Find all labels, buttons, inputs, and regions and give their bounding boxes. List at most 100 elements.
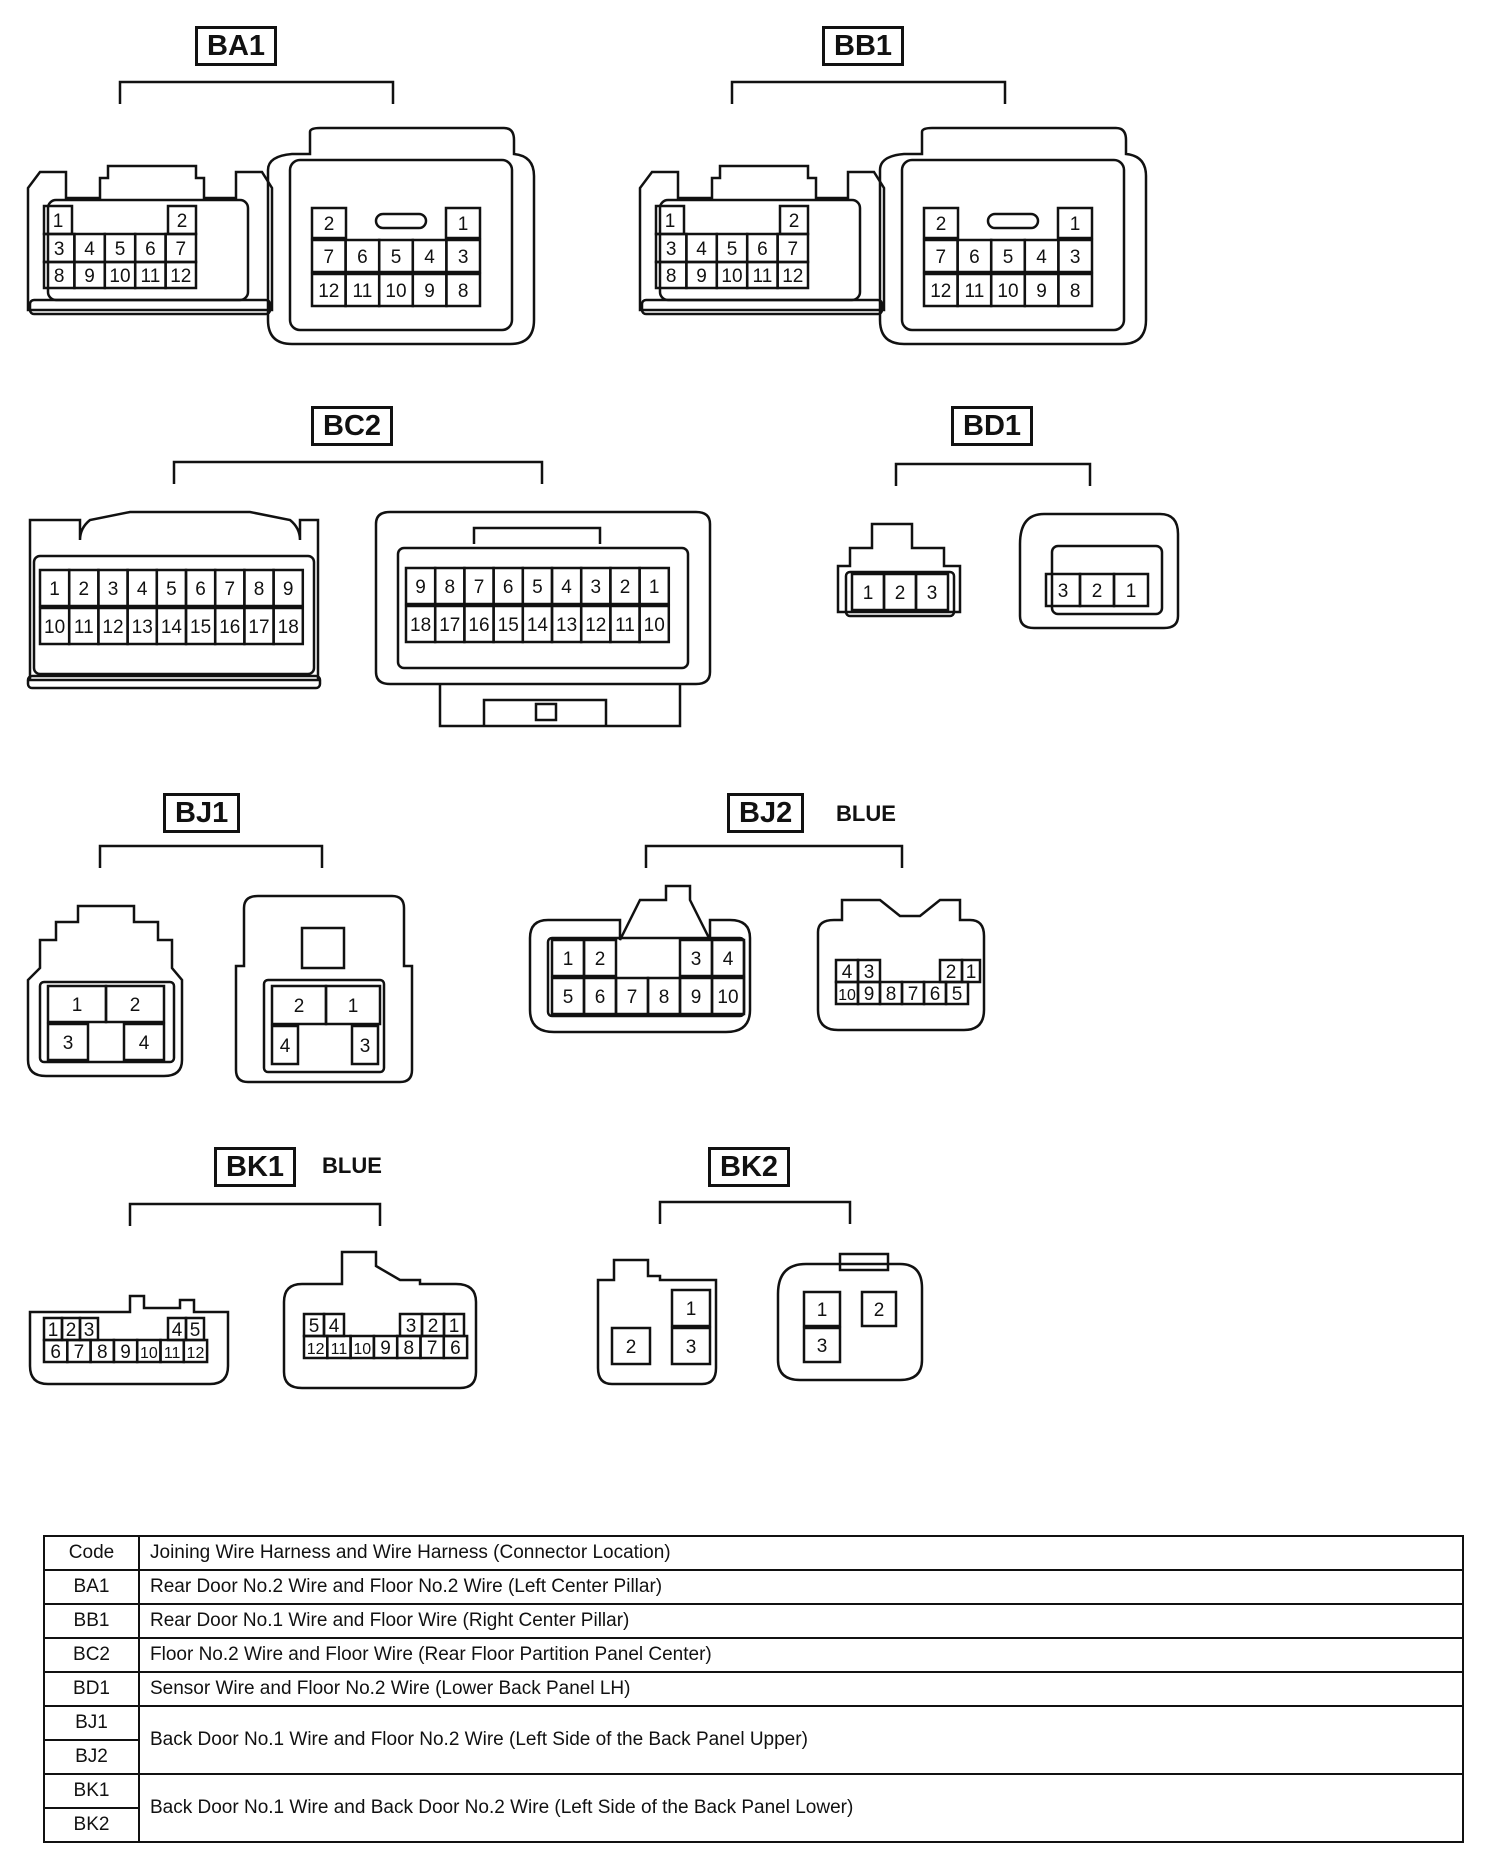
connector-outline (438, 684, 682, 728)
connector-housing (38, 980, 176, 1064)
pin-number: 4 (137, 579, 148, 600)
code-label-bj2: BJ2 (727, 793, 805, 833)
code-label-bk1: BK1 (214, 1147, 297, 1187)
pin-number: 2 (79, 579, 90, 600)
legend-header-row: Code Joining Wire Harness and Wire Harne… (43, 1535, 1464, 1571)
pin-number: 2 (130, 995, 141, 1016)
pin-cavity (104, 984, 166, 1024)
pin-number: 3 (54, 239, 65, 260)
connector-housing (844, 570, 956, 618)
pin-number: 6 (930, 984, 941, 1005)
connector-housing (288, 158, 514, 332)
connector-legend-table: Code Joining Wire Harness and Wire Harne… (43, 1535, 1464, 1843)
pin-number: 7 (225, 579, 236, 600)
pin-number: 6 (969, 247, 980, 268)
pin-number: 2 (177, 211, 188, 232)
pin-number: 5 (166, 579, 177, 600)
connector-housing (262, 978, 386, 1074)
pin-number: 10 (644, 615, 665, 636)
pin-number: 8 (659, 987, 670, 1008)
pin-number: 4 (139, 1033, 150, 1054)
pin-number: 3 (1058, 581, 1069, 602)
color-note-bj2: BLUE (836, 801, 896, 826)
pin-number: 1 (458, 214, 469, 235)
connector-base (26, 674, 322, 690)
legend-description: Floor No.2 Wire and Floor Wire (Rear Flo… (138, 1637, 1464, 1673)
pin-cavity (164, 260, 198, 290)
pin-number: 7 (627, 987, 638, 1008)
connector-outline (234, 894, 414, 1084)
connector-outline (528, 884, 752, 1034)
latch (300, 926, 346, 970)
pin-number: 4 (280, 1036, 291, 1057)
pin-number: 6 (195, 579, 206, 600)
pin-number: 3 (63, 1033, 74, 1054)
pin-cavity (350, 1024, 380, 1066)
pin-number: 12 (585, 615, 606, 636)
pin-number: 1 (449, 1316, 460, 1337)
pin-number: 9 (84, 266, 95, 287)
pin-number: 2 (66, 1320, 77, 1341)
legend-description: Sensor Wire and Floor No.2 Wire (Lower B… (138, 1671, 1464, 1707)
pin-number: 1 (1126, 581, 1137, 602)
pin-number: 12 (782, 266, 803, 287)
pin-number: 9 (1036, 281, 1047, 302)
connector-outline (282, 1250, 478, 1390)
pin-number: 12 (930, 281, 951, 302)
pin-cavity (272, 606, 305, 646)
pin-cavity (582, 938, 618, 978)
connector-housing (1050, 544, 1164, 616)
pin-number: 11 (353, 281, 373, 302)
pin-number: 5 (115, 239, 126, 260)
pin-number: 4 (561, 577, 572, 598)
latch (534, 702, 558, 722)
pin-number: 12 (318, 281, 339, 302)
pin-number: 6 (757, 239, 768, 260)
legend-code: BJ1 (43, 1705, 140, 1741)
pin-number: 6 (145, 239, 156, 260)
pin-number: 11 (753, 266, 773, 287)
pin-number: 11 (141, 266, 161, 287)
pin-cavity (638, 566, 671, 606)
pin-number: 10 (109, 266, 130, 287)
legend-code: BA1 (43, 1569, 140, 1605)
pin-number: 17 (248, 617, 269, 638)
pin-number: 10 (353, 1341, 371, 1358)
legend-code: BD1 (43, 1671, 140, 1707)
pin-cavity (324, 984, 382, 1026)
pin-cavity (310, 206, 348, 240)
pin-number: 4 (696, 239, 707, 260)
connector-outline (266, 126, 536, 346)
pin-number: 16 (219, 617, 240, 638)
pin-number: 10 (997, 281, 1018, 302)
connector-outline (482, 698, 608, 726)
pin-cavity (272, 568, 305, 608)
pin-number: 5 (309, 1316, 320, 1337)
pin-number: 7 (324, 247, 335, 268)
pin-number: 3 (591, 577, 602, 598)
connector-outline (596, 1258, 718, 1386)
pin-number: 1 (966, 962, 977, 983)
pin-number: 8 (97, 1342, 108, 1363)
pin-number: 2 (595, 949, 606, 970)
pin-number: 2 (895, 583, 906, 604)
pin-number: 9 (415, 577, 426, 598)
keyway (986, 212, 1040, 230)
legend-description: Rear Door No.1 Wire and Floor Wire (Righ… (138, 1603, 1464, 1639)
pin-number: 1 (817, 1300, 828, 1321)
pin-number: 3 (666, 239, 677, 260)
pin-number: 3 (360, 1036, 371, 1057)
pin-number: 2 (874, 1300, 885, 1321)
pin-number: 2 (936, 214, 947, 235)
table-row: BJ2 (43, 1739, 1463, 1775)
pin-number: 10 (140, 1345, 158, 1362)
pin-number: 10 (838, 987, 856, 1004)
pin-number: 18 (278, 617, 299, 638)
pin-number: 1 (686, 1299, 697, 1320)
pin-cavity (610, 1326, 652, 1366)
legend-code: BJ2 (43, 1739, 140, 1775)
pin-number: 1 (48, 1320, 59, 1341)
connector-base (28, 298, 272, 316)
pairing-bracket (118, 80, 395, 104)
pin-number: 1 (72, 995, 83, 1016)
